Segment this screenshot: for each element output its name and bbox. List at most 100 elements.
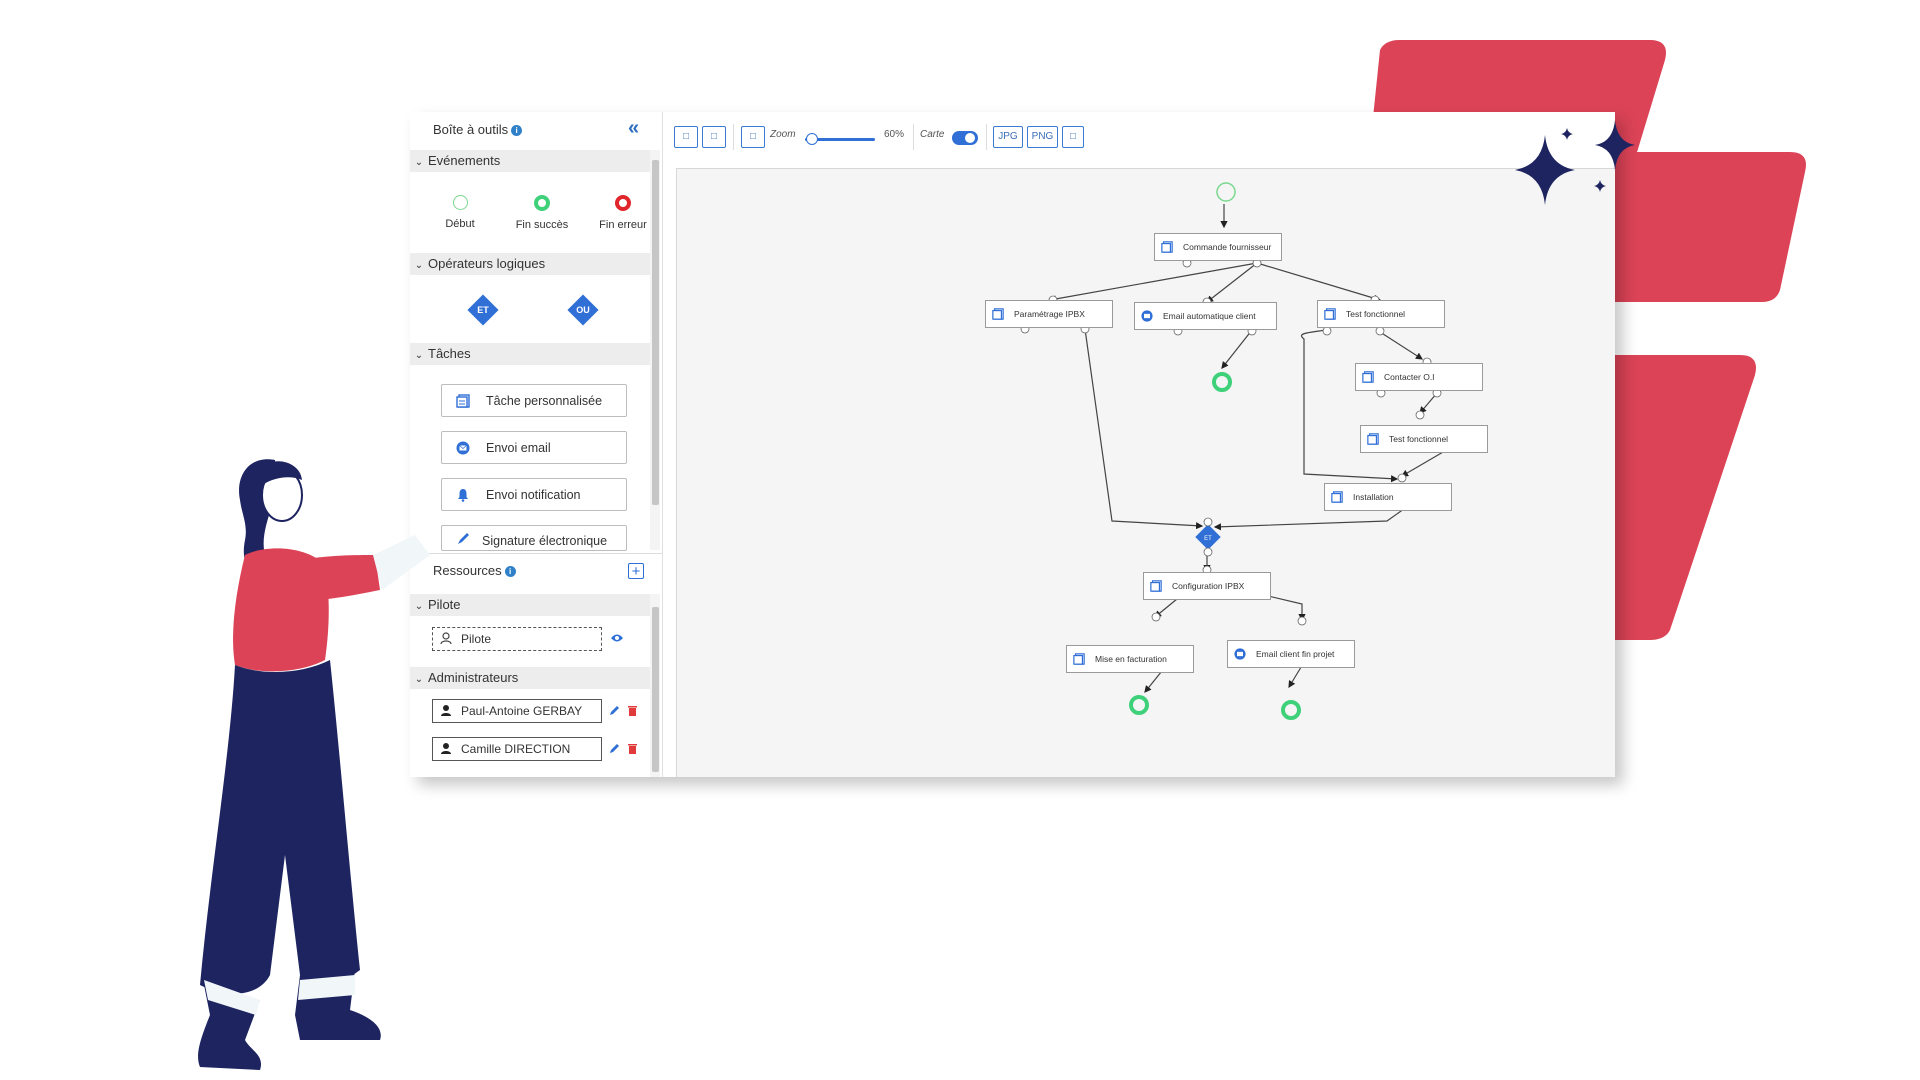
task-signature-label: Signature électronique <box>482 534 608 548</box>
workflow-node[interactable]: Contacter O.I <box>1355 363 1483 391</box>
eye-icon[interactable] <box>610 633 624 643</box>
or-operator-label: OU <box>576 305 590 315</box>
start-event-icon <box>452 195 468 210</box>
email-icon <box>456 441 470 455</box>
pilot-name: Pilote <box>461 632 492 646</box>
workflow-node[interactable]: Email automatique client <box>1134 302 1277 330</box>
trash-icon[interactable] <box>627 742 638 754</box>
edit-icon[interactable] <box>609 742 621 754</box>
pilot-field[interactable]: Pilote <box>432 627 602 651</box>
event-start[interactable]: Début <box>425 195 495 230</box>
info-icon[interactable]: i <box>511 125 523 137</box>
task-icon <box>992 308 1004 320</box>
section-tasks[interactable]: ⌄Tâches <box>410 343 650 365</box>
node-label: Email client fin projet <box>1256 649 1335 659</box>
signature-icon <box>458 533 469 544</box>
undo-button[interactable]: □ <box>674 126 698 148</box>
event-end-error[interactable]: Fin erreur <box>588 195 658 231</box>
resources-title-text: Ressources <box>433 563 502 578</box>
workflow-node[interactable]: Commande fournisseur <box>1154 233 1282 261</box>
edit-icon[interactable] <box>609 704 621 716</box>
gateway-label: ET <box>1204 536 1212 542</box>
admin-field[interactable]: Camille DIRECTION <box>432 737 602 761</box>
chevron-down-icon: ⌄ <box>414 350 424 361</box>
task-icon <box>1367 433 1379 445</box>
admin-name: Paul-Antoine GERBAY <box>461 704 583 718</box>
workflow-canvas[interactable]: ET Commande fournisseur Paramétra <box>676 168 1615 777</box>
section-logic[interactable]: ⌄ Opérateurs logiques <box>410 253 650 275</box>
bell-icon <box>458 489 468 502</box>
task-icon <box>1362 371 1374 383</box>
add-resource-button[interactable]: + <box>628 563 644 579</box>
email-icon <box>1141 310 1153 322</box>
workflow-node[interactable]: Configuration IPBX <box>1143 572 1271 600</box>
node-label: Email automatique client <box>1163 311 1256 321</box>
task-icon <box>1150 580 1162 592</box>
node-label: Configuration IPBX <box>1172 581 1245 591</box>
fit-view-button[interactable]: □ <box>741 126 765 148</box>
task-custom-button[interactable]: Tâche personnalisée <box>441 384 627 417</box>
collapse-icon[interactable]: « <box>628 117 639 139</box>
map-label: Carte <box>920 129 945 140</box>
admin-field[interactable]: Paul-Antoine GERBAY <box>432 699 602 723</box>
redo-button[interactable]: □ <box>702 126 726 148</box>
event-end-error-label: Fin erreur <box>599 219 647 231</box>
woman-illustration <box>198 459 430 1070</box>
chevron-down-icon: ⌄ <box>414 260 424 271</box>
workflow-node[interactable]: Test fonctionnel <box>1317 300 1445 328</box>
task-custom-label: Tâche personnalisée <box>486 394 603 408</box>
export-png-button[interactable]: PNG <box>1027 126 1058 148</box>
workflow-node[interactable]: Test fonctionnel <box>1360 425 1488 453</box>
section-pilot[interactable]: ⌄ Pilote <box>410 594 650 616</box>
info-icon[interactable]: i <box>504 566 516 578</box>
section-admins-label: Administrateurs <box>428 670 519 685</box>
section-pilot-label: Pilote <box>428 597 461 612</box>
user-icon <box>441 705 451 716</box>
section-logic-label: Opérateurs logiques <box>428 256 546 271</box>
zoom-slider-thumb[interactable] <box>806 133 818 145</box>
workflow-node[interactable]: Paramétrage IPBX <box>985 300 1113 328</box>
workflow-node[interactable]: Mise en facturation <box>1066 645 1194 673</box>
export-menu-button[interactable]: □ <box>1062 126 1084 148</box>
section-events-label: Evénements <box>428 153 501 168</box>
chevron-down-icon: ⌄ <box>414 601 424 612</box>
resources-scrollbar-thumb[interactable] <box>652 607 659 772</box>
toolbox-scrollbar-thumb[interactable] <box>652 160 659 505</box>
task-icon <box>1073 653 1085 665</box>
workflow-node[interactable]: Email client fin projet <box>1227 640 1355 668</box>
map-toggle[interactable] <box>952 131 978 145</box>
task-signature-button[interactable]: Signature électronique <box>441 525 627 551</box>
user-icon <box>441 743 451 754</box>
task-icon <box>1324 308 1336 320</box>
email-icon <box>1234 648 1246 660</box>
workflow-node[interactable]: Installation <box>1324 483 1452 511</box>
task-icon <box>1161 241 1173 253</box>
task-notification-button[interactable]: Envoi notification <box>441 478 627 511</box>
task-email-label: Envoi email <box>486 441 551 455</box>
node-label: Commande fournisseur <box>1183 242 1272 252</box>
node-label: Paramétrage IPBX <box>1014 309 1085 319</box>
zoom-slider[interactable] <box>805 138 875 141</box>
user-outline-icon <box>440 632 452 645</box>
node-label: Contacter O.I <box>1384 372 1435 382</box>
divider <box>410 553 662 554</box>
section-admins[interactable]: ⌄Administrateurs <box>410 667 650 689</box>
node-label: Test fonctionnel <box>1346 309 1406 319</box>
zoom-value: 60% <box>884 129 905 140</box>
chevron-down-icon: ⌄ <box>414 157 424 168</box>
zoom-label: Zoom <box>770 129 796 140</box>
section-events[interactable]: ⌄ Evénements <box>410 150 650 172</box>
event-end-success[interactable]: Fin succès <box>507 195 577 231</box>
node-label: Test fonctionnel <box>1389 434 1449 444</box>
task-icon <box>456 394 470 408</box>
trash-icon[interactable] <box>627 704 638 716</box>
task-email-button[interactable]: Envoi email <box>441 431 627 464</box>
admin-name: Camille DIRECTION <box>461 742 571 756</box>
map-toggle-knob <box>965 133 975 143</box>
export-jpg-button[interactable]: JPG <box>993 126 1023 148</box>
toolbar-divider <box>986 124 987 150</box>
toolbar-divider <box>733 124 734 150</box>
